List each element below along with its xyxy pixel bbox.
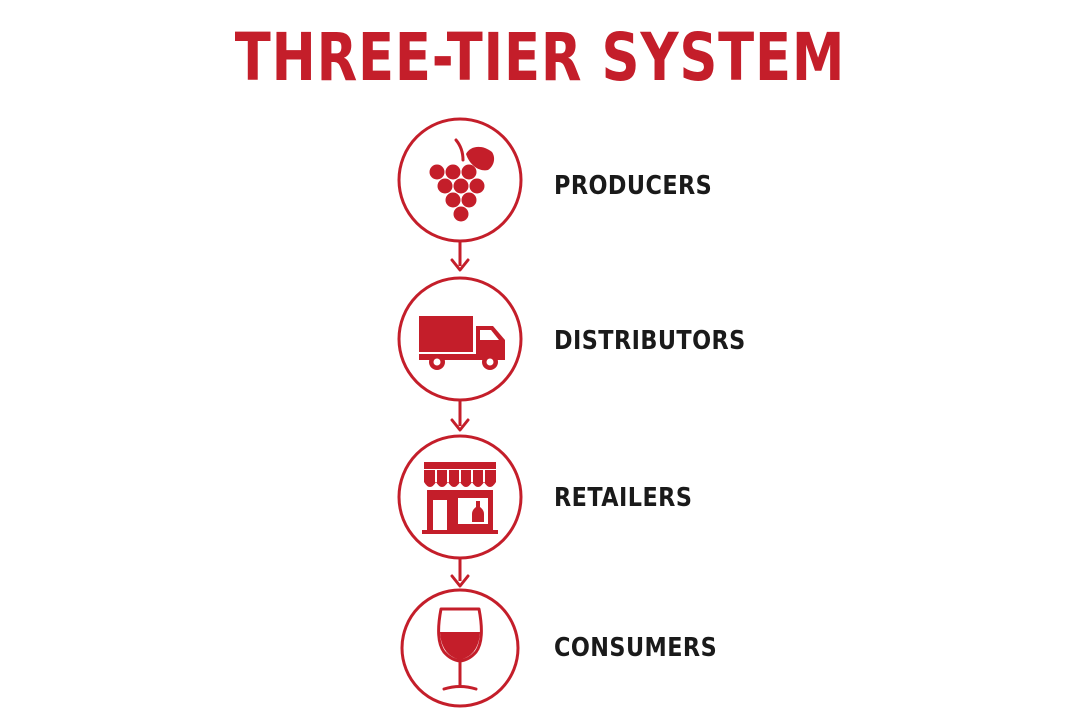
tier-label-producers: PRODUCERS	[554, 171, 713, 201]
wine-glass-icon	[437, 607, 483, 691]
storefront-icon	[422, 462, 498, 534]
tier-node-producers	[397, 117, 523, 243]
page-title: THREE-TIER SYSTEM	[234, 19, 846, 96]
truck-icon	[419, 316, 505, 370]
flow-arrow-3	[450, 558, 470, 588]
tier-label-retailers: RETAILERS	[554, 483, 693, 513]
tier-label-consumers: CONSUMERS	[554, 633, 718, 663]
flow-arrow-1	[450, 241, 470, 272]
grapes-icon	[429, 138, 495, 222]
flow-arrow-2	[450, 400, 470, 432]
tier-node-retailers	[397, 434, 523, 560]
tier-label-distributors: DISTRIBUTORS	[554, 326, 746, 356]
tier-node-distributors	[397, 276, 523, 402]
tier-node-consumers	[400, 588, 520, 708]
